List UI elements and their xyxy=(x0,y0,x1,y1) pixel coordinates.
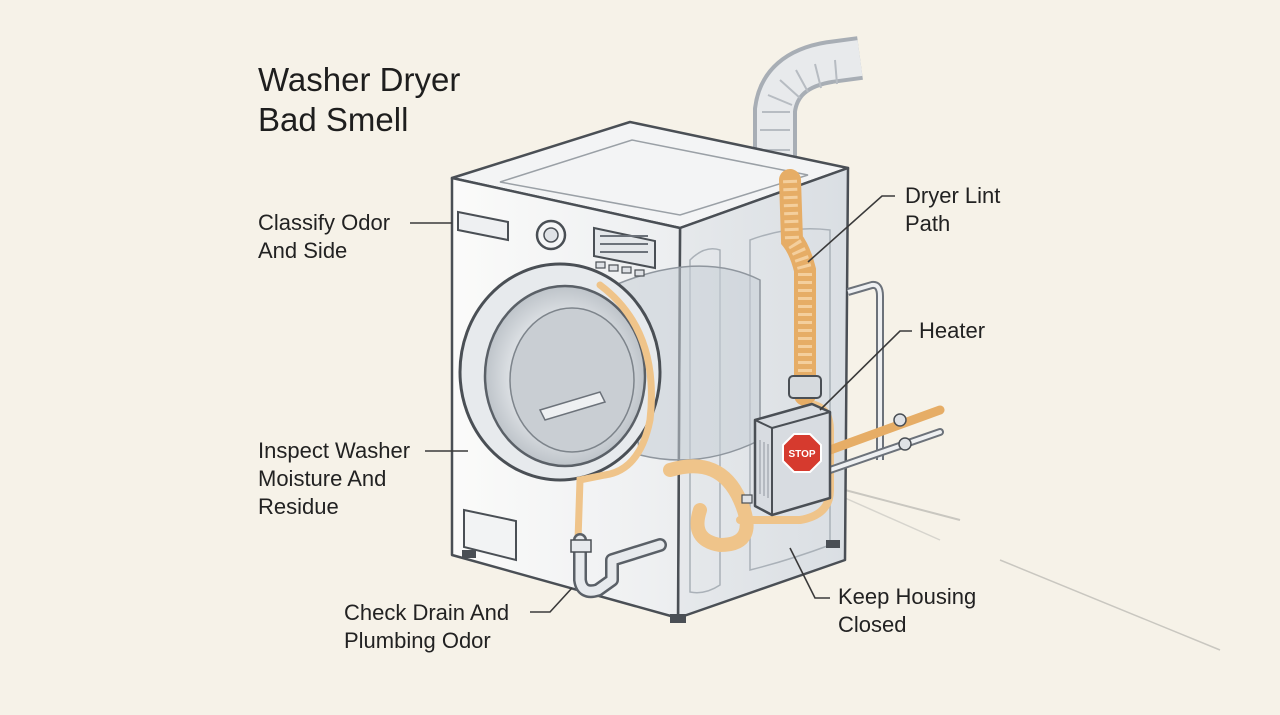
title-line-1: Washer Dryer xyxy=(258,61,461,98)
label-keep-housing-closed: Keep Housing Closed xyxy=(838,583,976,639)
label-line: Heater xyxy=(919,318,986,343)
label-check-drain: Check Drain And Plumbing Odor xyxy=(344,599,509,655)
label-line: Keep Housing xyxy=(838,584,977,609)
label-line: Dryer Lint xyxy=(905,183,1001,208)
stop-sign: STOP xyxy=(782,433,822,473)
filter-door xyxy=(463,508,517,562)
diagram-title: Washer Dryer Bad Smell xyxy=(258,60,460,140)
leader-lint xyxy=(807,195,895,263)
title-line-2: Bad Smell xyxy=(258,101,409,138)
label-line: Closed xyxy=(838,612,907,637)
label-dryer-lint-path: Dryer Lint Path xyxy=(905,182,1000,238)
label-line: Moisture And xyxy=(258,466,387,491)
floor-lines xyxy=(844,489,1221,651)
leader-drain xyxy=(530,587,573,613)
label-line: Inspect Washer xyxy=(258,438,411,463)
supply-pipes xyxy=(825,280,945,474)
leader-housing xyxy=(789,547,830,599)
washer-feet xyxy=(462,540,840,623)
water-path-highlight xyxy=(574,281,655,544)
label-classify-odor: Classify Odor And Side xyxy=(258,209,390,265)
washer-door xyxy=(458,262,662,482)
stop-sign-text: STOP xyxy=(788,449,815,460)
label-inspect-washer: Inspect Washer Moisture And Residue xyxy=(258,437,410,521)
label-line: Check Drain And xyxy=(344,600,510,625)
control-panel xyxy=(457,210,656,277)
label-heater: Heater xyxy=(919,317,985,345)
label-line: Residue xyxy=(258,494,339,519)
drain-pipe xyxy=(570,533,667,599)
leader-heater xyxy=(819,330,912,411)
leader-lines xyxy=(410,195,912,613)
label-line: Path xyxy=(905,211,951,236)
label-line: And Side xyxy=(258,238,348,263)
label-line: Plumbing Odor xyxy=(344,628,491,653)
label-line: Classify Odor xyxy=(258,210,391,235)
